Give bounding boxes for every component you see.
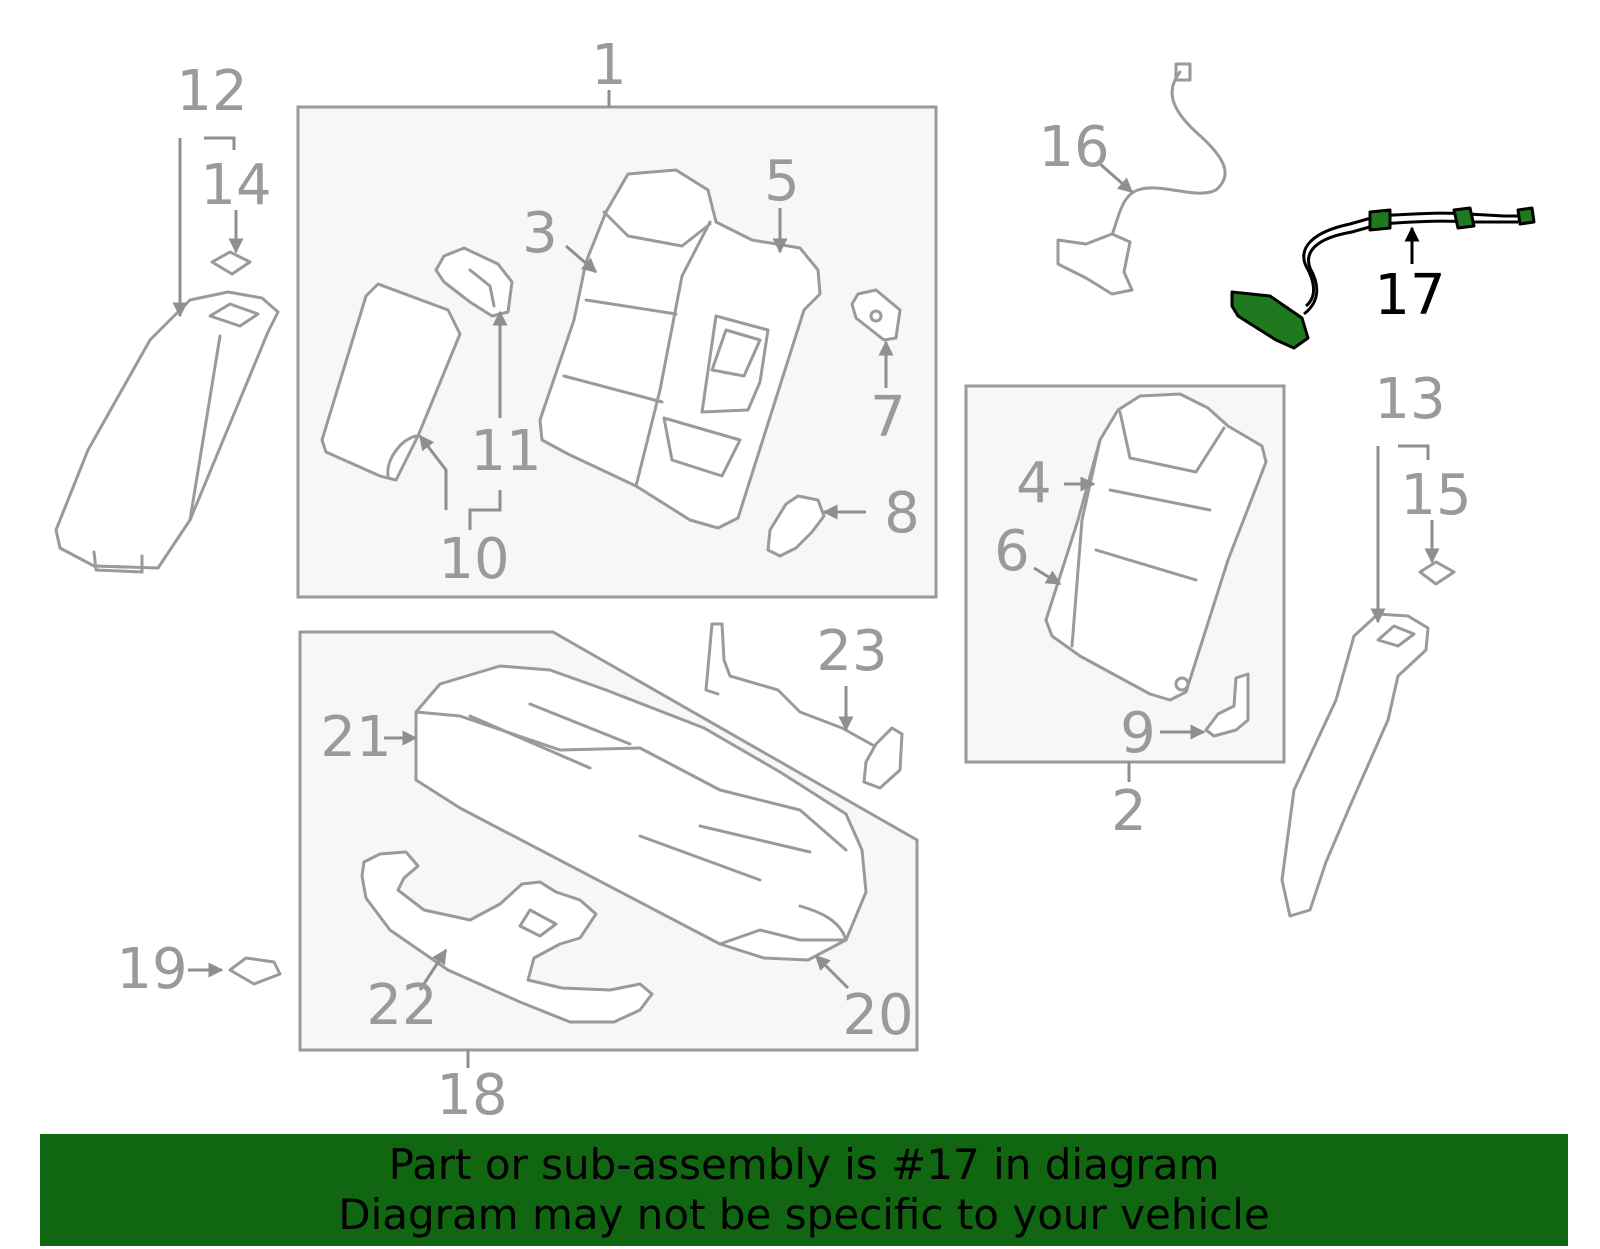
callout-7: 7: [870, 385, 906, 450]
callout-23: 23: [816, 619, 887, 684]
callout-9: 9: [1120, 701, 1156, 766]
callout-14: 14: [200, 153, 271, 218]
callout-19: 19: [116, 937, 187, 1002]
part-10-armrest: [320, 282, 462, 482]
part-7-bracket: [850, 288, 902, 342]
part-8-cap: [766, 494, 826, 558]
part-16-cable: [1056, 62, 1227, 296]
callout-1: 1: [591, 33, 627, 98]
banner-line-2: Diagram may not be specific to your vehi…: [338, 1190, 1270, 1239]
banner-line-1: Part or sub-assembly is #17 in diagram: [388, 1140, 1220, 1189]
part-13-side-bolster: [1280, 612, 1430, 918]
callout-2: 2: [1111, 779, 1147, 844]
part-17-cable-highlighted: [1230, 206, 1536, 350]
callout-5: 5: [764, 149, 800, 214]
callout-labels: 1 2 3 4 5 6 7 8 9 10 11 12 13 14 15 16 1…: [116, 33, 1471, 1128]
part-12-side-bolster: [54, 290, 280, 574]
callout-21: 21: [320, 705, 391, 770]
part-23-rod: [704, 622, 904, 790]
callout-11: 11: [470, 419, 541, 484]
part-3-seatback: [538, 168, 822, 530]
info-banner: Part or sub-assembly is #17 in diagram D…: [40, 1134, 1568, 1246]
callout-18: 18: [436, 1063, 507, 1128]
callout-13: 13: [1374, 367, 1445, 432]
callout-22: 22: [366, 973, 437, 1038]
callout-12: 12: [176, 59, 247, 124]
callout-10: 10: [438, 527, 509, 592]
callout-6: 6: [994, 519, 1030, 584]
part-15-clip: [1418, 560, 1456, 586]
part-21-cushion: [414, 664, 868, 962]
part-4-small-seatback: [1044, 392, 1268, 702]
callout-8: 8: [884, 481, 920, 546]
part-9-bracket: [1204, 672, 1250, 738]
callout-16: 16: [1038, 115, 1109, 180]
part-22-frame: [360, 850, 654, 1024]
callout-4: 4: [1016, 451, 1052, 516]
callout-20: 20: [842, 983, 913, 1048]
part-19-clip: [228, 956, 282, 986]
leader-lines: [172, 136, 1440, 991]
callout-3: 3: [522, 201, 558, 266]
part-14-clip: [210, 250, 252, 276]
callout-17: 17: [1374, 263, 1445, 328]
callout-15: 15: [1400, 463, 1471, 528]
